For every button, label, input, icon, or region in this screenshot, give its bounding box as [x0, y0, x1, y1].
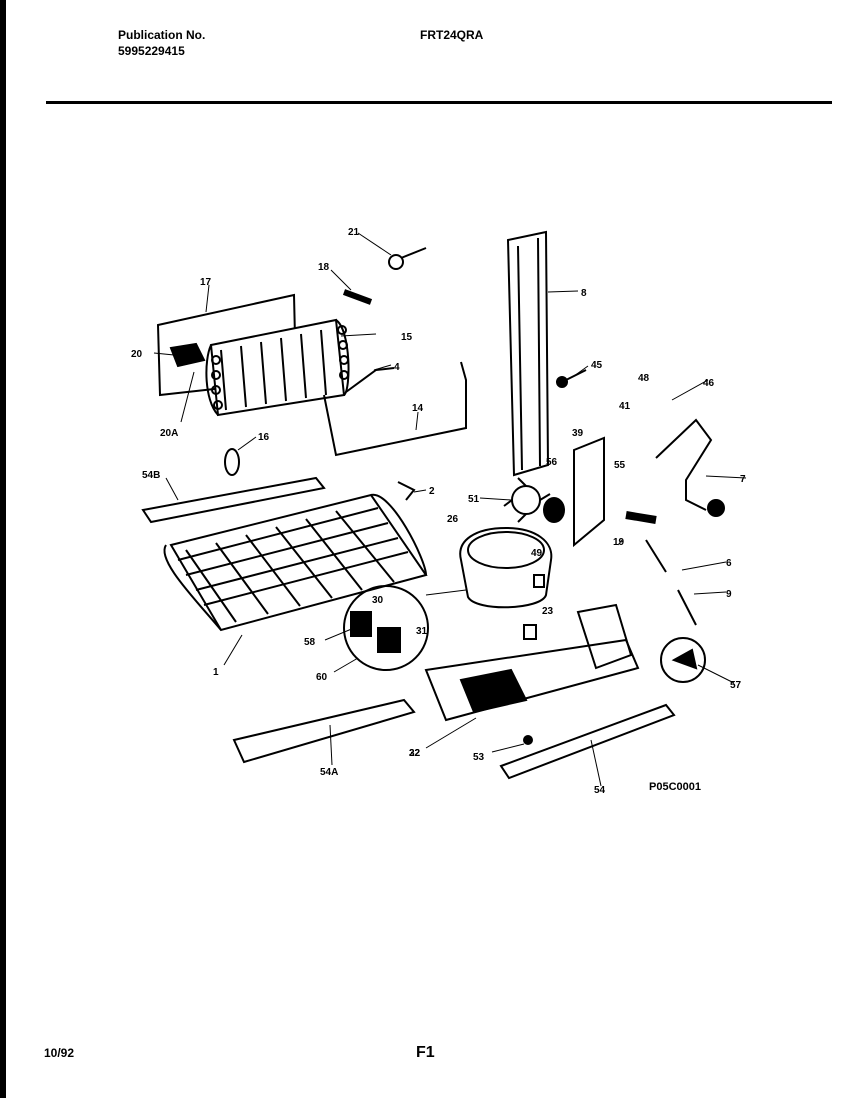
- callout-20: 20: [131, 349, 143, 360]
- fan-bracket-55: [573, 436, 605, 548]
- callout-31: 31: [416, 626, 428, 637]
- callout-45: 45: [591, 360, 603, 371]
- callout-labels: 21 18 17 15 20 4 20A 14 16 54B 2 8 45 46…: [131, 227, 746, 796]
- callout-60: 60: [316, 672, 328, 683]
- rail-54a: [232, 698, 416, 764]
- capillary-tube: [342, 289, 373, 305]
- screw: [556, 369, 587, 388]
- screw-53: [523, 735, 533, 745]
- callout-6: 6: [726, 558, 732, 569]
- callout-39: 39: [572, 428, 584, 439]
- clamp: [224, 448, 240, 476]
- wire-9: [677, 589, 697, 626]
- compressor-base: [424, 603, 640, 722]
- clip: [397, 481, 416, 501]
- callout-56: 56: [546, 457, 558, 468]
- callout-17: 17: [200, 277, 212, 288]
- callout-54a: 54A: [320, 767, 338, 778]
- fan-blade: [503, 477, 551, 523]
- callout-21: 21: [348, 227, 360, 238]
- cord-clip-detail: [660, 637, 706, 683]
- rail-54: [499, 703, 676, 780]
- suction-tubing: [323, 361, 467, 457]
- condenser-coil: [205, 318, 350, 417]
- callout-46: 46: [703, 378, 715, 389]
- callout-23: 23: [542, 606, 554, 617]
- footer-page: F1: [416, 1044, 435, 1061]
- callout-19: 19: [613, 537, 625, 548]
- vertical-channel: [506, 230, 550, 477]
- publication-label: Publication No.: [118, 28, 206, 42]
- model-number: FRT24QRA: [420, 28, 484, 42]
- parts-sheet: Publication No. 5995229415 FRT24QRA: [6, 0, 864, 1098]
- callout-49: 49: [531, 548, 543, 559]
- callout-18: 18: [318, 262, 330, 273]
- callout-32: 32: [409, 748, 421, 759]
- callout-1: 1: [213, 667, 219, 678]
- callout-55: 55: [614, 460, 626, 471]
- callout-16: 16: [258, 432, 270, 443]
- rail-54b: [141, 476, 326, 524]
- drier: [345, 367, 395, 393]
- publication-number: 5995229415: [118, 44, 185, 58]
- callout-54: 54: [594, 785, 606, 796]
- diagram-code: P05C0001: [649, 781, 701, 793]
- callout-57: 57: [730, 680, 742, 691]
- relay-detail: [343, 585, 429, 671]
- callout-58: 58: [304, 637, 316, 648]
- callout-7: 7: [740, 474, 746, 485]
- header-rule: [46, 101, 832, 104]
- callout-54b: 54B: [142, 470, 160, 481]
- grommet-49: [533, 574, 545, 588]
- callout-8: 8: [581, 288, 587, 299]
- callout-48: 48: [638, 373, 650, 384]
- callout-30: 30: [372, 595, 384, 606]
- grommet-23: [523, 624, 537, 640]
- callout-22: 22: [409, 748, 421, 759]
- callout-15: 15: [401, 332, 413, 343]
- tube-19: [625, 511, 657, 524]
- leader-lines: [153, 232, 747, 787]
- callout-26: 26: [447, 514, 459, 525]
- fan-motor: [543, 497, 565, 523]
- callout-41: 41: [619, 401, 631, 412]
- wire-6: [645, 539, 667, 573]
- fan-bracket: [169, 342, 206, 368]
- callout-2: 2: [429, 486, 435, 497]
- callout-9: 9: [726, 589, 732, 600]
- callout-14: 14: [412, 403, 424, 414]
- exploded-parts-diagram: 21 18 17 15 20 4 20A 14 16 54B 2 8 45 46…: [131, 227, 747, 796]
- compressor: [459, 526, 553, 609]
- power-cord: [655, 418, 713, 511]
- tube-fitting: [388, 247, 427, 270]
- footer-date: 10/92: [44, 1046, 75, 1060]
- cord-plug: [707, 499, 725, 517]
- callout-4: 4: [394, 362, 400, 373]
- callout-20a: 20A: [160, 428, 178, 439]
- evaporator: [163, 493, 428, 632]
- callout-51: 51: [468, 494, 480, 505]
- callout-53: 53: [473, 752, 485, 763]
